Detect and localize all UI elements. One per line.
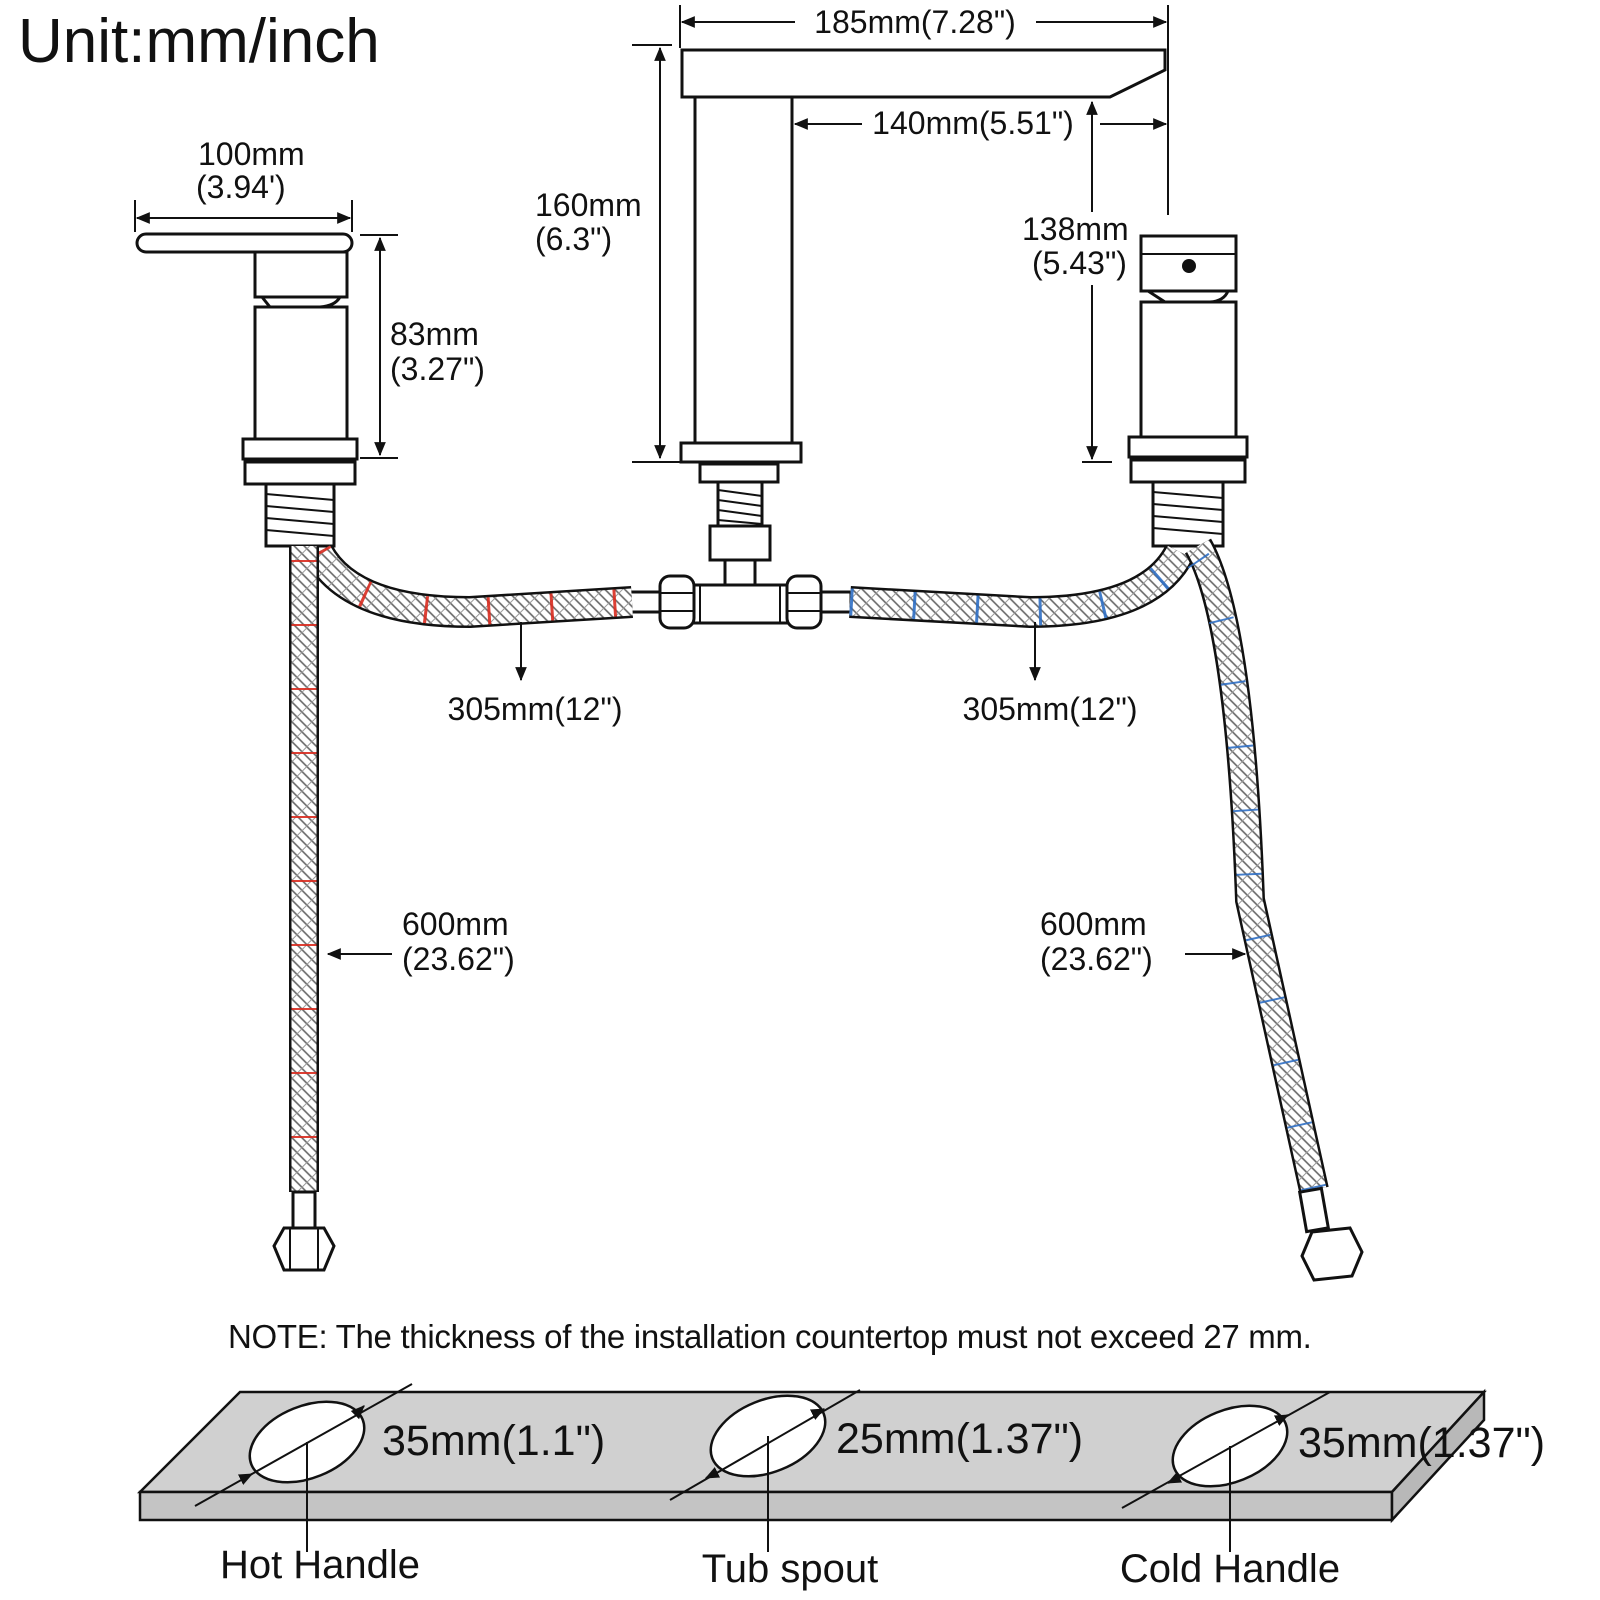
- hot-handle-thread: [264, 482, 336, 548]
- countertop-front-face: [138, 1490, 1394, 1522]
- hose-ferrule-left: [628, 590, 662, 614]
- dim-hole-cold: 35mm(1.37"): [1298, 1419, 1545, 1467]
- cold-handle-thread: [1151, 480, 1225, 548]
- cold-handle-body: [1139, 300, 1238, 439]
- spout-top-arm: [680, 48, 1167, 99]
- cold-handle-indicator-dot: [1182, 259, 1196, 273]
- dim-hot-height-mm: 83mm: [390, 316, 479, 352]
- tee-nut-right: [785, 574, 823, 630]
- spout-washer: [698, 462, 780, 484]
- dim-hot-lever-width-inch: (3.94'): [196, 169, 286, 205]
- hot-hose-long: [272, 546, 336, 1272]
- hot-lever-head: [253, 250, 349, 299]
- dim-spout-height-inch: (6.3"): [535, 221, 612, 257]
- unit-title: Unit:mm/inch: [18, 7, 380, 76]
- hot-lever: [135, 232, 354, 254]
- cold-handle-washer: [1129, 458, 1247, 484]
- hot-hose-short: [303, 543, 633, 629]
- cold-hose-short: [849, 544, 1195, 629]
- dim-hose-hot-long-inch: (23.62"): [402, 941, 515, 977]
- dim-cold-height-inch: (5.43"): [1032, 245, 1127, 281]
- dim-hose-cold-short: 305mm(12"): [963, 691, 1138, 727]
- countertop: [136, 1383, 1487, 1552]
- cold-handle-base: [1127, 435, 1249, 459]
- dim-spout-height-mm: 160mm: [535, 187, 642, 223]
- dim-hose-hot-short: 305mm(12"): [448, 691, 623, 727]
- hot-handle-drawing: [135, 232, 359, 548]
- dim-hot-lever-width-mm: 100mm: [198, 136, 305, 172]
- label-hot-handle: Hot Handle: [220, 1543, 420, 1587]
- dim-spout-reach-inner: 140mm(5.51"): [872, 105, 1074, 141]
- dim-hole-spout: 25mm(1.37"): [836, 1415, 1083, 1463]
- dim-hole-hot: 35mm(1.1"): [382, 1417, 605, 1465]
- dim-cold-height-mm: 138mm: [1022, 211, 1129, 247]
- installation-note: NOTE: The thickness of the installation …: [228, 1318, 1312, 1355]
- dim-hose-hot-long-mm: 600mm: [402, 906, 509, 942]
- dim-hose-cold-long-mm: 600mm: [1040, 906, 1147, 942]
- countertop-side-face: [1390, 1388, 1486, 1524]
- spout-base-plate: [679, 441, 803, 464]
- cold-hose-long: [1184, 538, 1364, 1282]
- hot-handle-base: [241, 437, 359, 461]
- hose-ferrule-right: [819, 590, 853, 614]
- cold-handle-neck: [1142, 289, 1231, 304]
- label-tub-spout: Tub spout: [702, 1547, 878, 1591]
- cold-hose-end-nut: [1300, 1226, 1364, 1282]
- spout-body: [693, 95, 794, 445]
- spout-nut: [708, 524, 772, 562]
- spout-stem: [723, 558, 757, 587]
- dim-hot-height-inch: (3.27"): [390, 351, 485, 387]
- hot-hose-end-nut: [272, 1226, 336, 1272]
- cold-handle-drawing: [1127, 234, 1249, 548]
- spout-thread: [716, 480, 764, 528]
- tee-nut-left: [658, 574, 696, 630]
- tee-connector: [688, 583, 792, 625]
- tub-spout-drawing: [628, 48, 1167, 630]
- dim-hose-cold-long-inch: (23.62"): [1040, 941, 1153, 977]
- dim-spout-reach-total: 185mm(7.28"): [814, 4, 1016, 40]
- label-cold-handle: Cold Handle: [1120, 1547, 1340, 1591]
- hot-handle-washer: [243, 460, 357, 486]
- hot-handle-body: [253, 305, 349, 441]
